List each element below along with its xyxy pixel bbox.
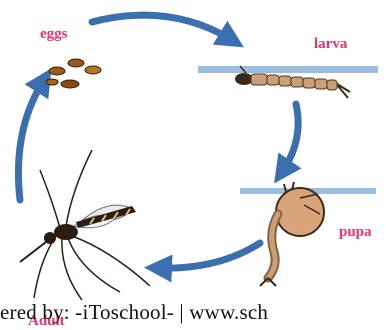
arrow-adult-to-eggs: [18, 80, 44, 200]
label-larva: larva: [314, 36, 347, 53]
eggs-illustration: [46, 59, 101, 88]
egg: [49, 67, 65, 75]
adult-mosquito-illustration: [20, 150, 150, 300]
label-pupa: pupa: [339, 224, 372, 241]
arrow-pupa-to-adult: [158, 243, 260, 268]
egg: [85, 66, 101, 74]
water-surface: [198, 66, 378, 73]
watermark-text: ered by: -iToschool- | www.sch: [0, 300, 268, 325]
arrow-larva-to-pupa: [282, 104, 298, 172]
label-eggs: eggs: [40, 26, 68, 43]
larva-illustration: [198, 66, 378, 98]
egg: [68, 59, 84, 67]
pupa: [260, 182, 324, 286]
arrow-eggs-to-larva: [92, 15, 232, 40]
egg: [46, 79, 58, 85]
egg: [61, 80, 79, 88]
